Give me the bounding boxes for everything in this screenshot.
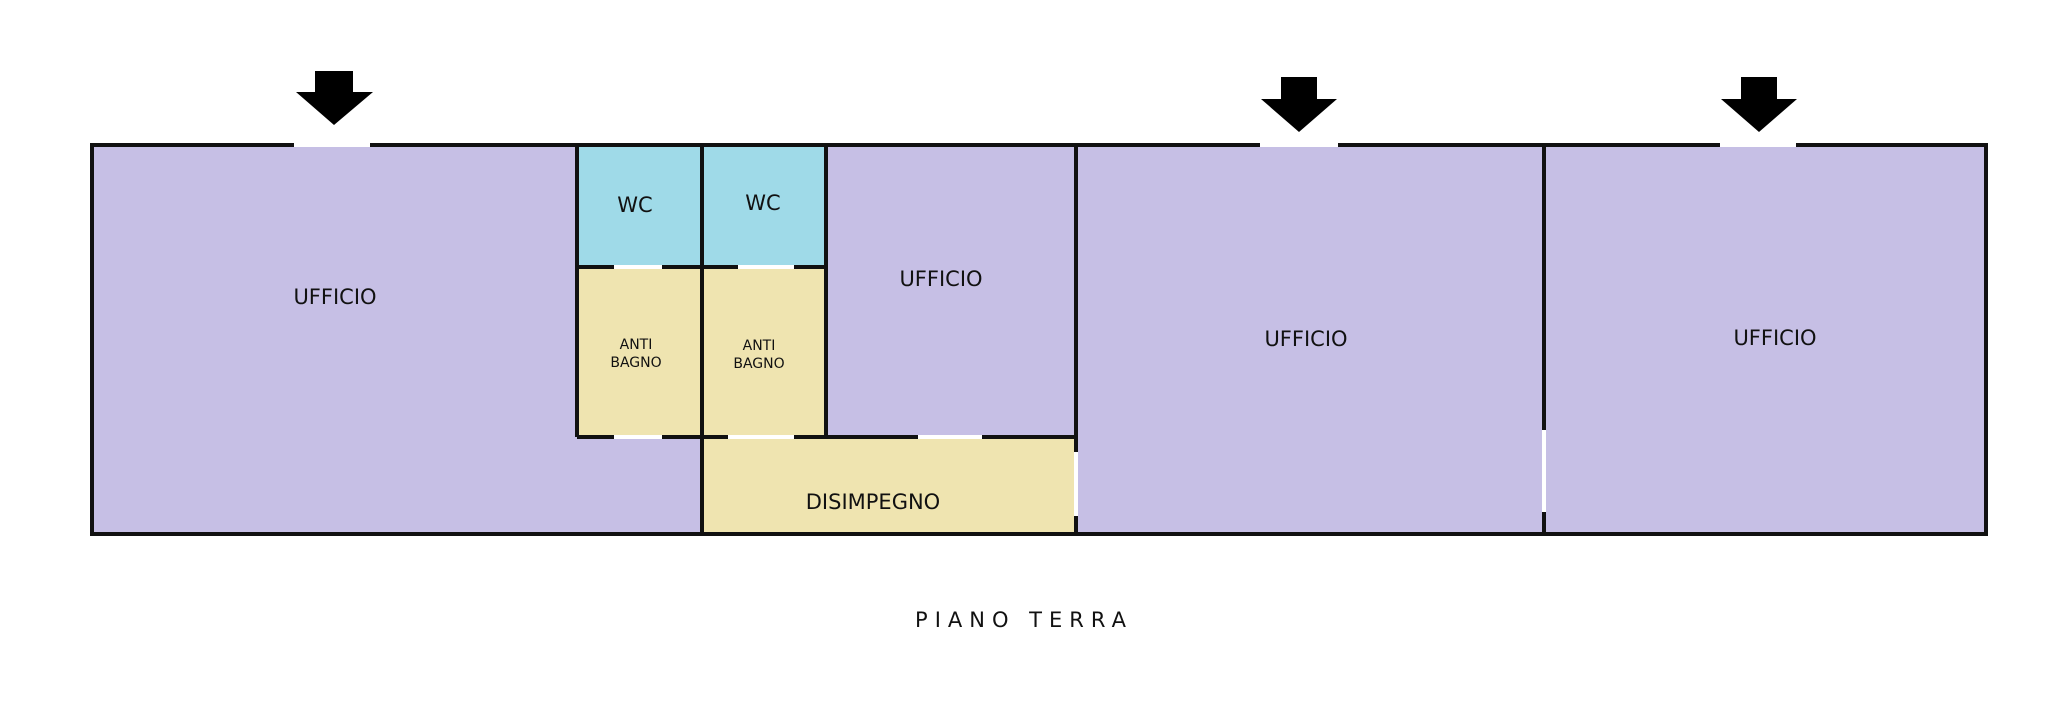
room-wc-1 bbox=[577, 145, 702, 267]
room-label-antibagno-line1: ANTI bbox=[620, 337, 653, 353]
room-antibagno-1 bbox=[577, 267, 702, 437]
arrow-down-icon bbox=[296, 71, 373, 125]
outer-wall bbox=[90, 143, 1988, 536]
room-ufficio-3 bbox=[1076, 145, 1544, 534]
arrow-down-icon bbox=[1261, 77, 1337, 132]
room-label-wc: WC bbox=[745, 191, 780, 215]
room-label-antibagno-line1: ANTI bbox=[743, 338, 776, 354]
room-label-antibagno-line2: BAGNO bbox=[610, 355, 661, 371]
floor-title: PIANO TERRA bbox=[915, 608, 1133, 632]
room-antibagno-2 bbox=[702, 267, 826, 437]
room-label-ufficio: UFFICIO bbox=[1264, 327, 1347, 351]
room-label-wc: WC bbox=[617, 193, 652, 217]
room-label-disimpegno: DISIMPEGNO bbox=[806, 490, 940, 514]
room-fills bbox=[92, 145, 1986, 534]
room-label-antibagno-line2: BAGNO bbox=[733, 356, 784, 372]
room-label-ufficio: UFFICIO bbox=[899, 267, 982, 291]
room-wc-2 bbox=[702, 145, 826, 267]
room-labels: UFFICIO WC WC ANTI BAGNO ANTI BAGNO UFFI… bbox=[293, 191, 1816, 514]
room-ufficio-2 bbox=[826, 145, 1076, 437]
doors bbox=[294, 143, 1796, 516]
room-ufficio-4 bbox=[1544, 145, 1986, 534]
arrow-down-icon bbox=[1721, 77, 1797, 132]
room-disimpegno bbox=[702, 437, 1076, 534]
entrance-arrows bbox=[296, 71, 1797, 132]
room-label-ufficio: UFFICIO bbox=[293, 285, 376, 309]
room-ufficio-1 bbox=[92, 145, 702, 534]
room-label-ufficio: UFFICIO bbox=[1733, 326, 1816, 350]
